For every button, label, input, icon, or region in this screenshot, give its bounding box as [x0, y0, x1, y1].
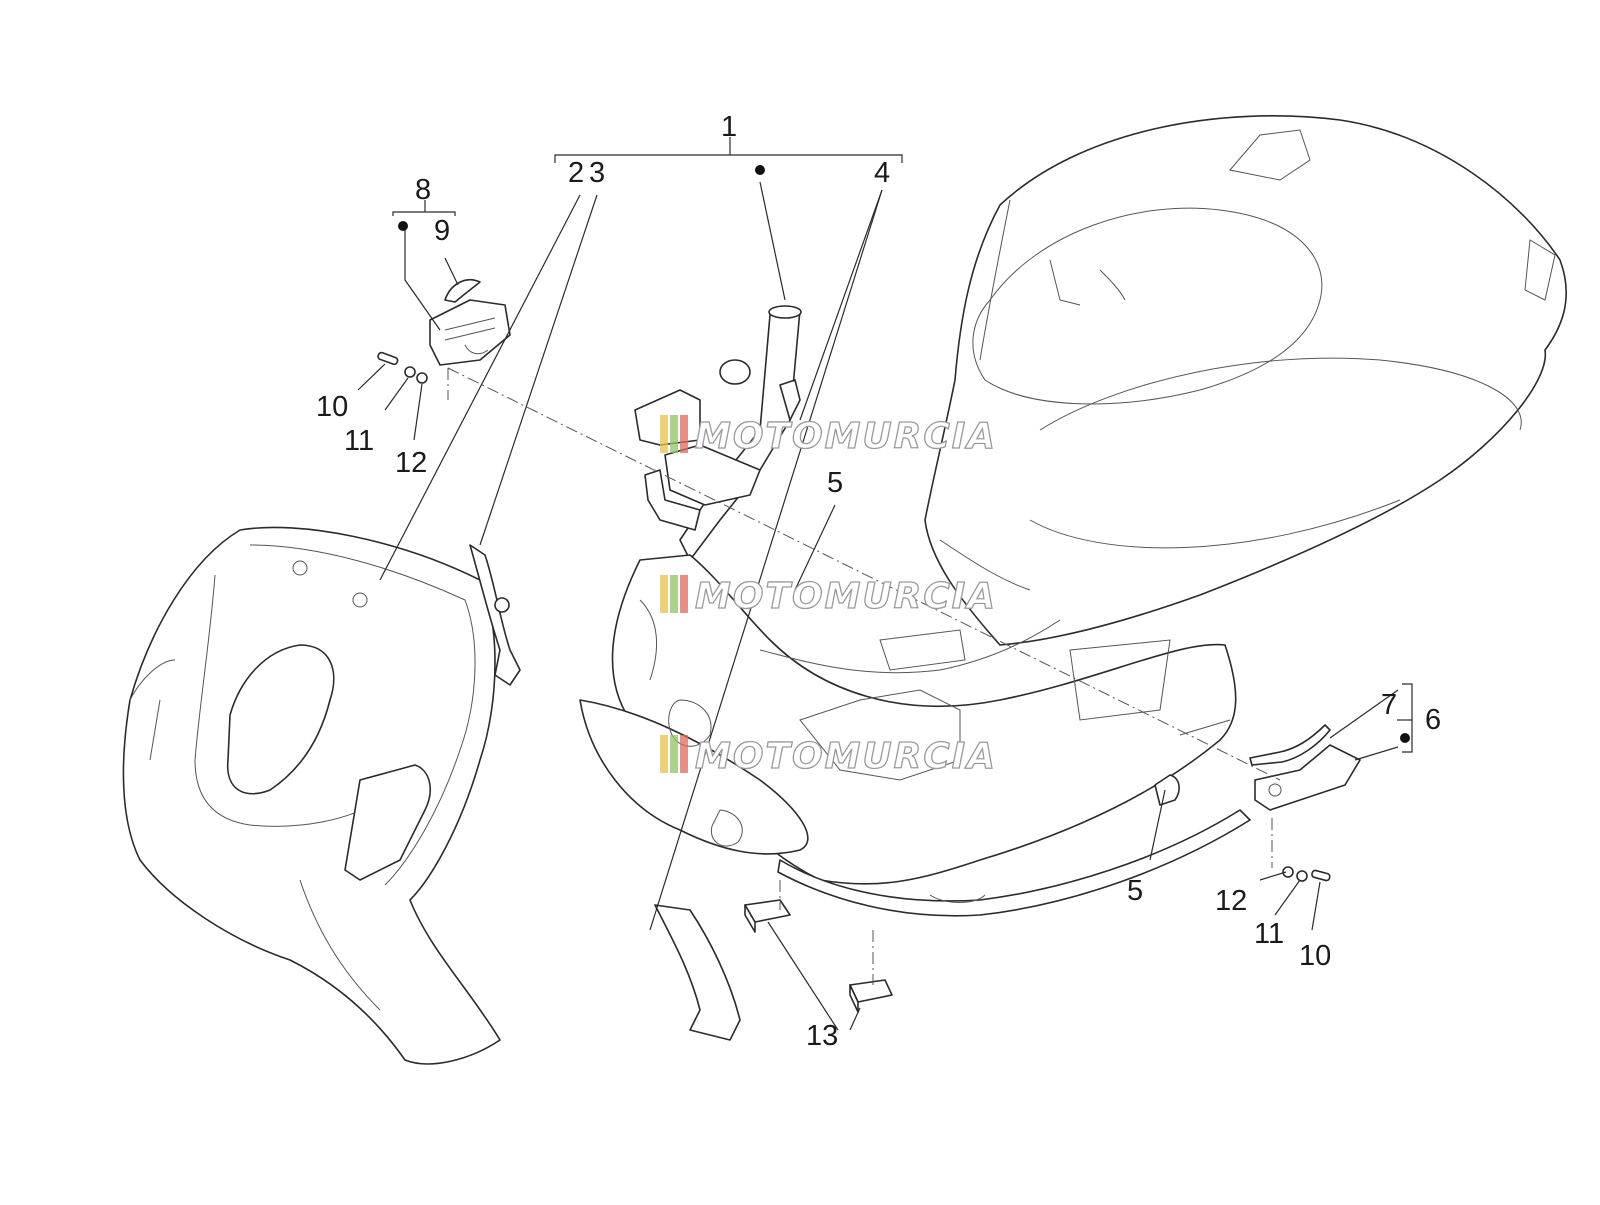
- latch-assembly-part: [429, 299, 511, 366]
- watermark-text: MOTOMURCIA: [695, 416, 997, 457]
- callout-9: 9: [434, 215, 450, 247]
- watermark-text: MOTOMURCIA: [695, 576, 997, 617]
- bullet-marker: [1400, 733, 1410, 743]
- right-latch-part: [1254, 744, 1361, 811]
- legshield-part: [122, 526, 501, 1065]
- callout-4: 4: [874, 157, 890, 189]
- cable-guide-part: [469, 544, 521, 686]
- frame-body-part: [579, 115, 1567, 917]
- leader-lines: [357, 137, 1413, 1031]
- assembly-axes: [447, 367, 1281, 985]
- bullet-marker: [398, 221, 408, 231]
- callout-11: 11: [1254, 918, 1284, 950]
- screw-right-part: [1282, 866, 1331, 882]
- callout-2: 2: [568, 157, 584, 189]
- callout-5: 5: [827, 467, 843, 499]
- screw-left-part: [377, 351, 428, 384]
- clip-part: [1154, 774, 1180, 806]
- callout-12: 12: [395, 447, 427, 479]
- spring-part: [444, 278, 481, 303]
- callout-11: 11: [344, 425, 374, 457]
- grommet-part: [494, 597, 510, 613]
- callout-1: 1: [721, 111, 737, 143]
- callout-8: 8: [415, 174, 431, 206]
- watermark-text: MOTOMURCIA: [695, 736, 997, 777]
- callout-10: 10: [1299, 940, 1331, 972]
- callout-7: 7: [1381, 689, 1397, 721]
- rubber-plug-part: [744, 899, 893, 1013]
- callout-10: 10: [316, 391, 348, 423]
- wire-part: [1249, 724, 1331, 766]
- callout-6: 6: [1425, 704, 1441, 736]
- callout-3: 3: [589, 157, 605, 189]
- bottom-cover-part: [654, 904, 741, 1041]
- callout-13: 13: [806, 1020, 838, 1052]
- callout-12: 12: [1215, 885, 1247, 917]
- callout-labels: 1 2 3 4 5 5 6 7 8 9 10 11 12 12 11 10 13: [316, 111, 1441, 1052]
- callout-5: 5: [1127, 875, 1143, 907]
- bullet-marker: [755, 165, 765, 175]
- watermark-group: MOTOMURCIA MOTOMURCIA MOTOMURCIA: [660, 415, 997, 778]
